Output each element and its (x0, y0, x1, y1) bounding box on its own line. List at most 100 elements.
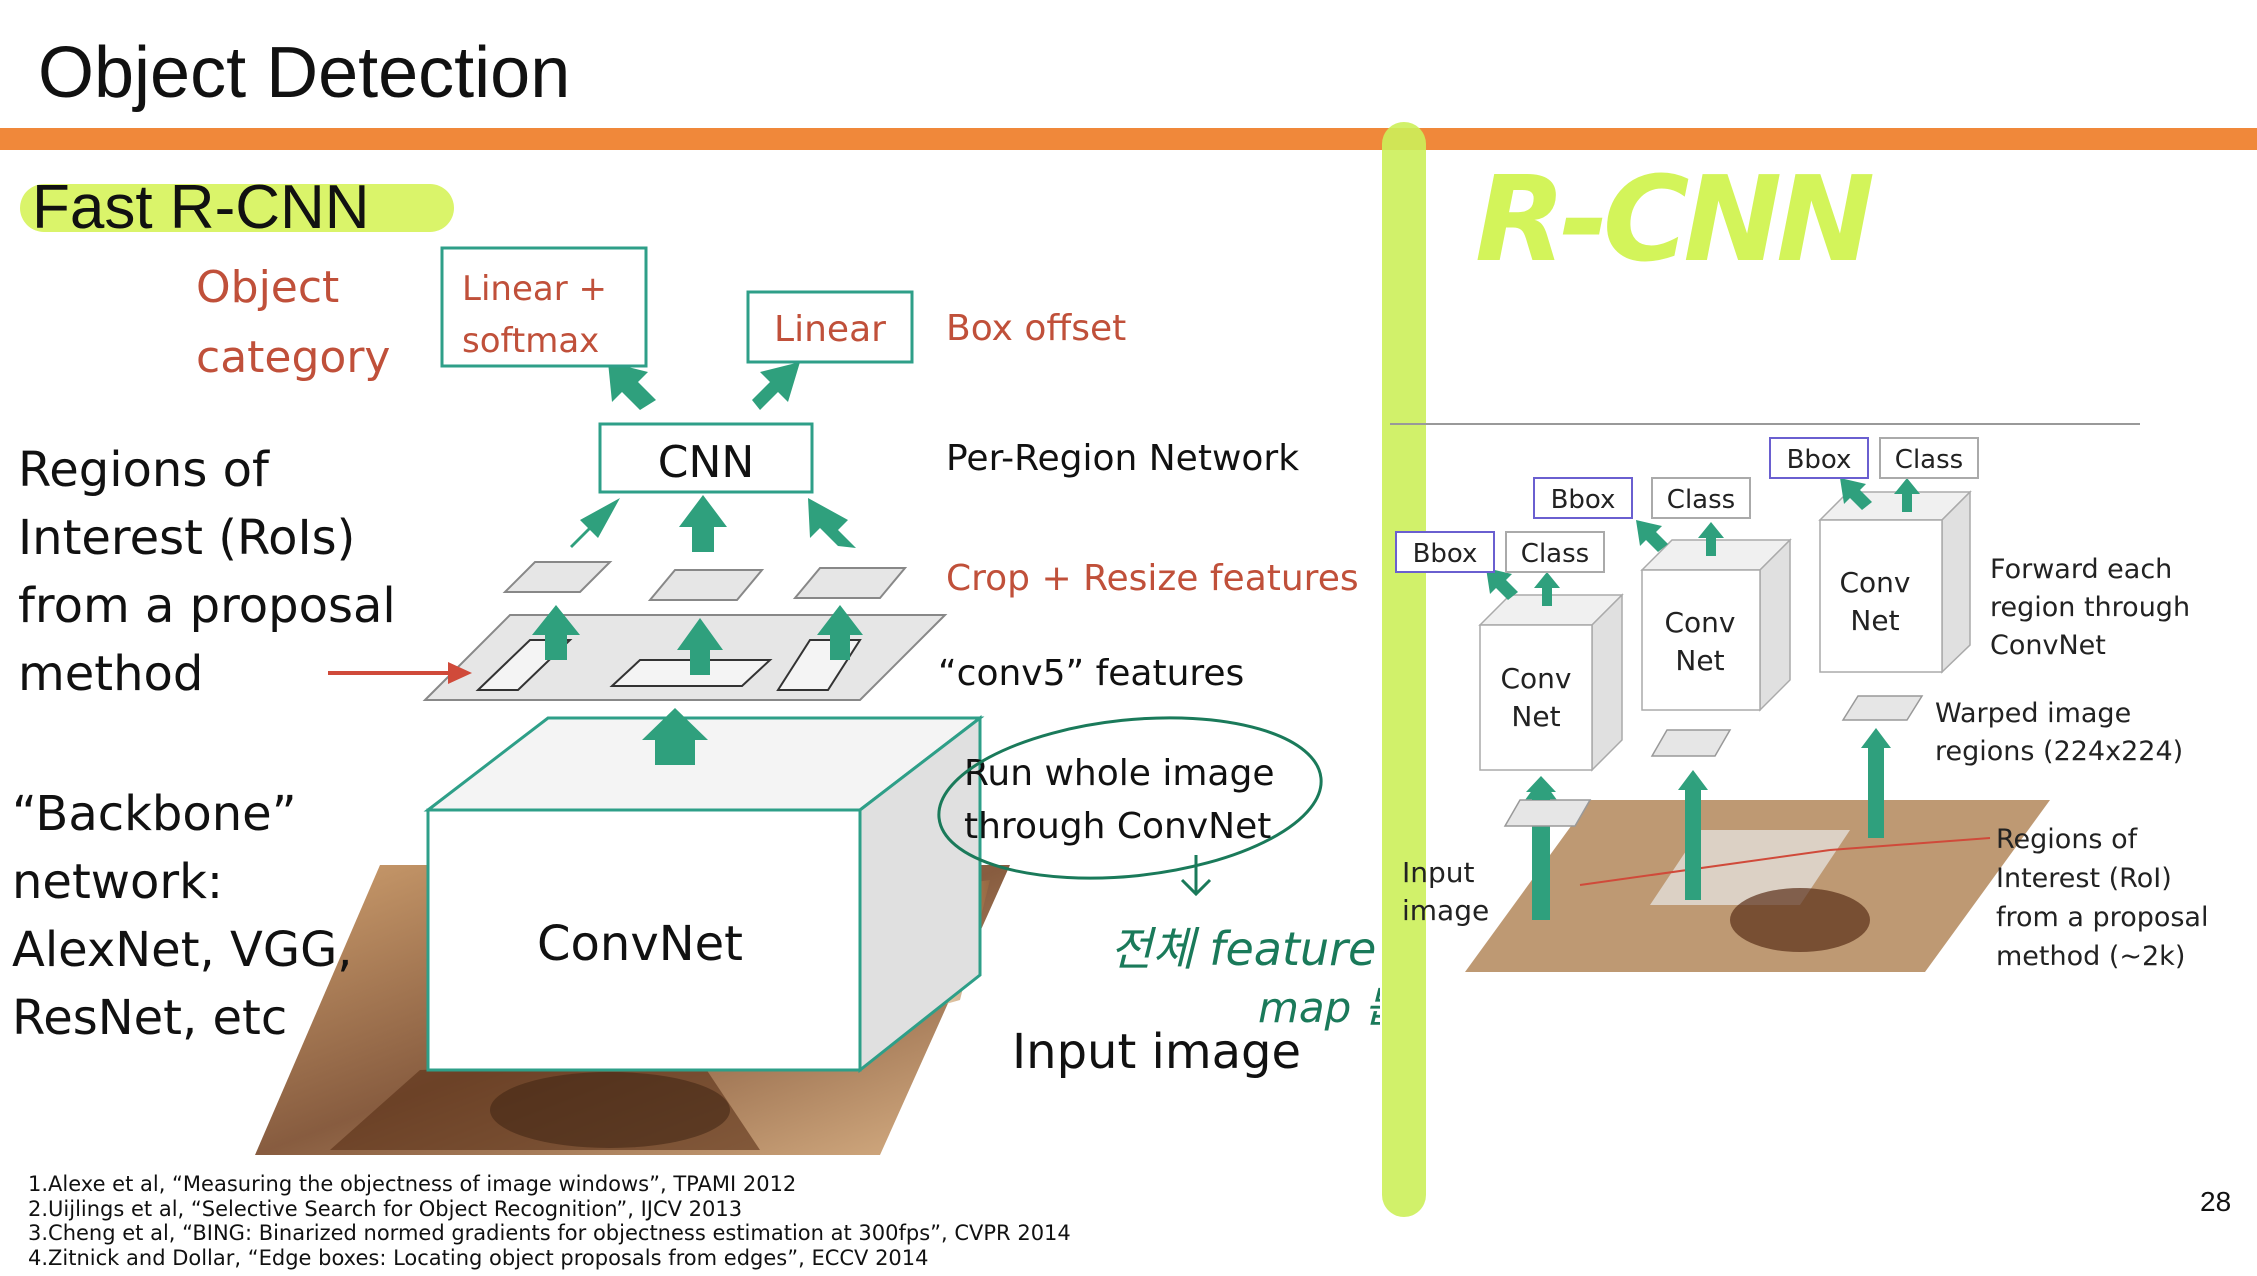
up-arrow-icon (532, 605, 580, 660)
rcnn-diagram: Conv Net Conv Net Conv Net Bbox Class Bb… (1390, 423, 2208, 972)
handwritten-note-line1: 전체 feature (1110, 922, 1376, 976)
up-arrow-icon (808, 498, 856, 548)
reference-item: 2.Uijlings et al, “Selective Search for … (28, 1196, 743, 1221)
crop-resize-label: Crop + Resize features (946, 558, 1359, 599)
rcnn-class-label-2: Class (1667, 485, 1735, 515)
warped-line1: Warped image (1935, 698, 2131, 729)
forward-each-line2: region through (1990, 592, 2190, 623)
up-arrow-icon (1636, 520, 1668, 552)
run-whole-line1: Run whole image (964, 753, 1274, 794)
convnet-3-line2: Net (1850, 604, 1899, 637)
convnet-1-line1: Conv (1501, 662, 1572, 695)
rcnn-convnet-cube-1 (1478, 593, 1624, 772)
convnet-2-line1: Conv (1665, 606, 1736, 639)
conv5-label: “conv5” features (938, 653, 1244, 694)
up-arrow-icon (1894, 478, 1920, 512)
up-arrow-icon (752, 362, 800, 410)
rcnn-rois-line1: Regions of (1996, 824, 2139, 855)
linear-softmax-label-line1: Linear + (462, 269, 607, 309)
warped-line2: regions (224x224) (1935, 736, 2183, 767)
reference-item: 1.Alexe et al, “Measuring the objectness… (28, 1172, 797, 1196)
up-arrow-icon (679, 495, 727, 552)
rcnn-handwritten-title: R-CNN (1475, 150, 1875, 288)
references: 1.Alexe et al, “Measuring the objectness… (28, 1172, 1071, 1270)
rcnn-class-box-3 (1879, 437, 1979, 479)
handwritten-arrow (1180, 855, 1212, 897)
up-arrow-icon (1486, 568, 1518, 600)
backbone-line4: ResNet, etc (12, 990, 287, 1046)
rcnn-class-box-2 (1651, 477, 1751, 519)
up-arrow-icon (817, 605, 863, 660)
linear-box (746, 290, 914, 364)
rcnn-input-line1: Input (1402, 856, 1475, 889)
reference-item: 3.Cheng et al, “BING: Binarized normed g… (28, 1221, 1071, 1245)
reference-item: 4.Zitnick and Dollar, “Edge boxes: Locat… (28, 1245, 929, 1270)
rcnn-input-line2: image (1402, 894, 1489, 927)
per-region-network-label: Per-Region Network (946, 438, 1299, 479)
input-image-label: Input image (1012, 1024, 1301, 1080)
up-arrow-icon (1868, 748, 1884, 838)
rcnn-bbox-box-3 (1769, 437, 1869, 479)
warped-patch (1841, 695, 1924, 721)
convnet-2-line2: Net (1675, 644, 1724, 677)
up-arrow-icon (1861, 728, 1891, 748)
title-divider-bar (0, 128, 2257, 150)
forward-each-line3: ConvNet (1990, 630, 2106, 661)
up-arrow-icon (1698, 522, 1724, 556)
convnet-3-line1: Conv (1840, 566, 1911, 599)
rcnn-bbox-box-1 (1395, 531, 1495, 573)
up-arrow-icon (677, 618, 723, 675)
up-arrow-icon (1532, 800, 1550, 920)
backbone-line1: “Backbone” (12, 786, 297, 842)
convnet-1-line2: Net (1511, 700, 1560, 733)
linear-label: Linear (774, 309, 886, 350)
object-category-line1: Object (196, 262, 339, 313)
up-arrow-icon (1526, 776, 1556, 800)
convnet-label: ConvNet (537, 916, 743, 972)
highlighter-divider (1382, 122, 1426, 1217)
warped-patch (1650, 729, 1732, 757)
warped-patch (1503, 799, 1592, 827)
cropped-feature-patches (502, 561, 908, 601)
subtitle-highlight (20, 184, 454, 232)
rcnn-rois-line4: method (~2k) (1996, 941, 2185, 972)
rcnn-class-label-3: Class (1895, 445, 1963, 475)
run-whole-line2: through ConvNet (964, 806, 1271, 847)
rcnn-class-box-1 (1505, 531, 1605, 573)
rcnn-class-label-1: Class (1521, 539, 1589, 569)
linear-softmax-label-line2: softmax (462, 321, 599, 361)
up-arrow-icon (1678, 770, 1708, 790)
handwritten-circle (937, 716, 1323, 880)
rois-label-line2: Interest (RoIs) (18, 510, 355, 566)
rcnn-bbox-label-2: Bbox (1551, 485, 1616, 515)
up-arrow-icon (642, 708, 708, 765)
rois-label-line3: from a proposal (18, 578, 396, 634)
rcnn-bbox-box-2 (1533, 477, 1633, 519)
box-offset-label: Box offset (946, 308, 1126, 349)
arrow-head-icon (448, 662, 472, 684)
rcnn-rois-line3: from a proposal (1996, 902, 2208, 933)
up-arrow-icon (1840, 478, 1872, 510)
page-number: 28 (2200, 1186, 2232, 1217)
cnn-label: CNN (658, 437, 755, 488)
rcnn-convnet-cube-2 (1640, 538, 1792, 712)
rois-label-line4: method (18, 646, 203, 702)
conv5-feature-plane (422, 614, 948, 701)
handwritten-note-line2: map 뽑기 (1258, 983, 1380, 1032)
linear-softmax-box (440, 246, 648, 368)
up-arrow-icon (1685, 790, 1701, 900)
cnn-box (598, 422, 814, 494)
backbone-line3: AlexNet, VGG, (12, 922, 353, 978)
slide-title: Object Detection (38, 33, 571, 113)
forward-each-line1: Forward each (1990, 554, 2172, 585)
up-arrow-icon (570, 498, 620, 548)
convnet-box (423, 714, 985, 1074)
object-category-line2: category (196, 332, 390, 383)
rcnn-bbox-label-3: Bbox (1787, 445, 1852, 475)
rcnn-rois-line2: Interest (RoI) (1996, 863, 2172, 894)
up-arrow-icon (608, 362, 656, 410)
backbone-line2: network: (12, 854, 223, 910)
subtitle-fast-rcnn: Fast R-CNN (32, 173, 370, 242)
fast-rcnn-diagram: CNN Linear + softmax Linear Object categ… (12, 246, 1380, 1155)
rois-label-line1: Regions of (18, 442, 270, 498)
